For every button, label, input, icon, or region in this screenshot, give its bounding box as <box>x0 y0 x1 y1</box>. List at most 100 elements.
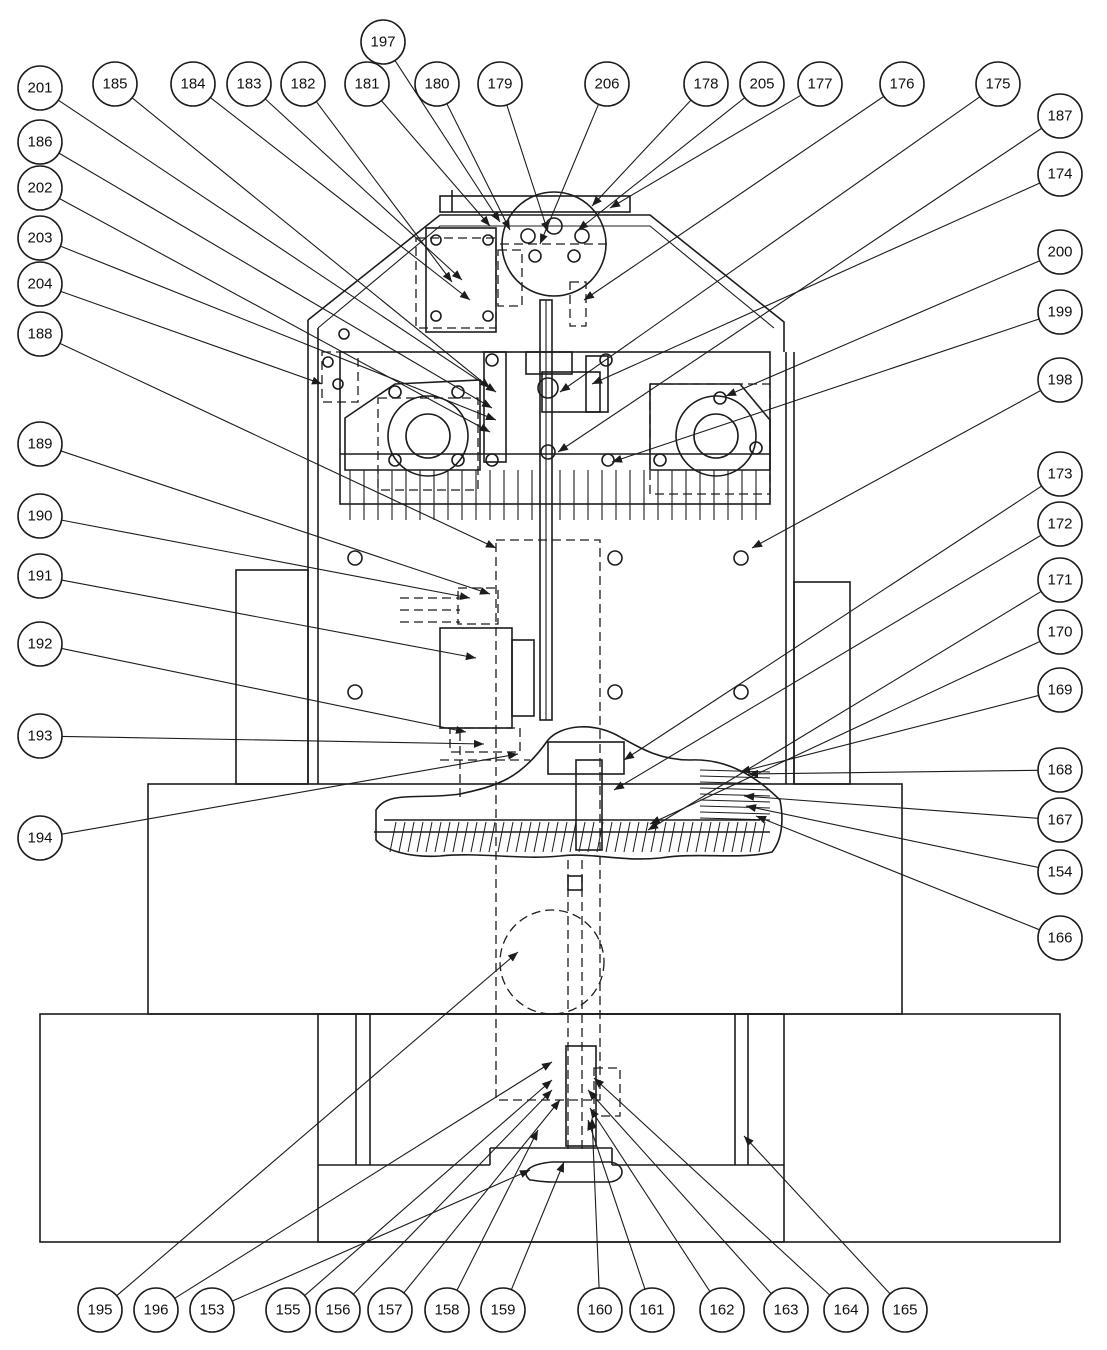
leader-line-197 <box>394 60 501 223</box>
leader-arrow-169 <box>740 765 751 774</box>
callout-number: 183 <box>236 76 261 93</box>
callout-number: 164 <box>833 1302 858 1319</box>
callout-number: 187 <box>1047 108 1072 125</box>
leader-arrow-156 <box>542 1090 552 1100</box>
leader-line-182 <box>315 101 453 283</box>
callout-198: 198 <box>1037 357 1083 403</box>
callout-183: 183 <box>226 61 272 107</box>
callout-number: 186 <box>27 134 52 151</box>
callout-circle <box>1037 609 1083 655</box>
callout-circle <box>17 65 63 111</box>
callout-circle <box>170 61 216 107</box>
leader-line-167 <box>743 795 1039 819</box>
leader-arrow-153 <box>519 1170 530 1178</box>
leader-arrow-177 <box>610 199 621 208</box>
leader-line-203 <box>60 245 497 421</box>
leader-line-171 <box>647 590 1042 831</box>
leader-line-184 <box>210 97 471 301</box>
leader-arrow-154 <box>746 804 757 812</box>
callout-number: 202 <box>27 180 52 197</box>
leader-arrow-201 <box>485 383 496 392</box>
callout-193: 193 <box>17 713 63 759</box>
callout-circle <box>1037 849 1083 895</box>
leader-arrow-196 <box>541 1062 552 1071</box>
leader-line-175 <box>559 96 981 393</box>
leader-arrow-158 <box>529 1130 538 1141</box>
leader-arrow-191 <box>465 652 476 661</box>
leader-line-159 <box>510 1161 565 1290</box>
callout-number: 177 <box>807 76 832 93</box>
callout-circle <box>1037 501 1083 547</box>
leader-line-161 <box>587 1119 646 1290</box>
callout-circle <box>189 1287 235 1333</box>
callout-circle <box>1037 915 1083 961</box>
callout-number: 198 <box>1047 372 1072 389</box>
callout-circle <box>584 61 630 107</box>
callout-circle <box>577 1287 623 1333</box>
callout-circle <box>133 1287 179 1333</box>
callout-196: 196 <box>133 1287 179 1333</box>
callout-number: 194 <box>27 830 52 847</box>
leader-line-179 <box>506 104 549 233</box>
leader-line-174 <box>591 182 1041 385</box>
leader-arrow-199 <box>612 455 623 463</box>
leader-arrow-166 <box>756 816 767 824</box>
leader-arrow-161 <box>587 1120 595 1131</box>
callout-159: 159 <box>480 1287 526 1333</box>
callout-number: 182 <box>290 76 315 93</box>
leader-arrow-159 <box>556 1162 564 1173</box>
callout-number: 169 <box>1047 682 1072 699</box>
leader-line-168 <box>747 769 1039 775</box>
leader-line-173 <box>623 485 1042 761</box>
leader-line-200 <box>725 260 1041 397</box>
leader-arrow-179 <box>541 221 549 232</box>
leader-line-158 <box>456 1129 539 1291</box>
callout-156: 156 <box>315 1287 361 1333</box>
leader-line-198 <box>751 390 1041 549</box>
callout-circle <box>1037 93 1083 139</box>
leader-arrow-198 <box>752 539 763 548</box>
callout-circle <box>17 493 63 539</box>
callout-circle <box>344 61 390 107</box>
top-drive <box>321 190 631 403</box>
leader-line-190 <box>61 519 471 599</box>
callout-number: 193 <box>27 728 52 745</box>
callout-155: 155 <box>265 1287 311 1333</box>
leader-arrow-202 <box>479 423 490 432</box>
gear-housings <box>344 351 771 495</box>
callout-186: 186 <box>17 119 63 165</box>
callout-184: 184 <box>170 61 216 107</box>
callout-165: 165 <box>882 1287 928 1333</box>
callout-185: 185 <box>92 61 138 107</box>
leader-arrow-174 <box>592 376 603 384</box>
callout-157: 157 <box>367 1287 413 1333</box>
callout-202: 202 <box>17 165 63 211</box>
lower-shaft <box>499 860 623 1183</box>
leader-line-163 <box>587 1089 772 1295</box>
callout-number: 188 <box>27 326 52 343</box>
callout-number: 190 <box>27 508 52 525</box>
callout-circle <box>1037 151 1083 197</box>
callout-187: 187 <box>1037 93 1083 139</box>
leader-line-196 <box>174 1061 553 1299</box>
callout-177: 177 <box>797 61 843 107</box>
callout-number: 192 <box>27 636 52 653</box>
callout-number: 176 <box>889 76 914 93</box>
callout-number: 195 <box>87 1302 112 1319</box>
callout-158: 158 <box>424 1287 470 1333</box>
leader-arrow-176 <box>584 291 595 300</box>
leader-lines <box>58 60 1043 1302</box>
leader-line-155 <box>304 1079 553 1296</box>
callout-circle <box>77 1287 123 1333</box>
leader-line-177 <box>609 94 802 209</box>
leader-arrow-155 <box>541 1080 552 1090</box>
callout-circle <box>975 61 1021 107</box>
callout-166: 166 <box>1037 915 1083 961</box>
callout-circle <box>92 61 138 107</box>
callout-180: 180 <box>414 61 460 107</box>
callout-circle <box>17 165 63 211</box>
callout-160: 160 <box>577 1287 623 1333</box>
leader-arrow-200 <box>726 388 737 396</box>
callout-163: 163 <box>763 1287 809 1333</box>
